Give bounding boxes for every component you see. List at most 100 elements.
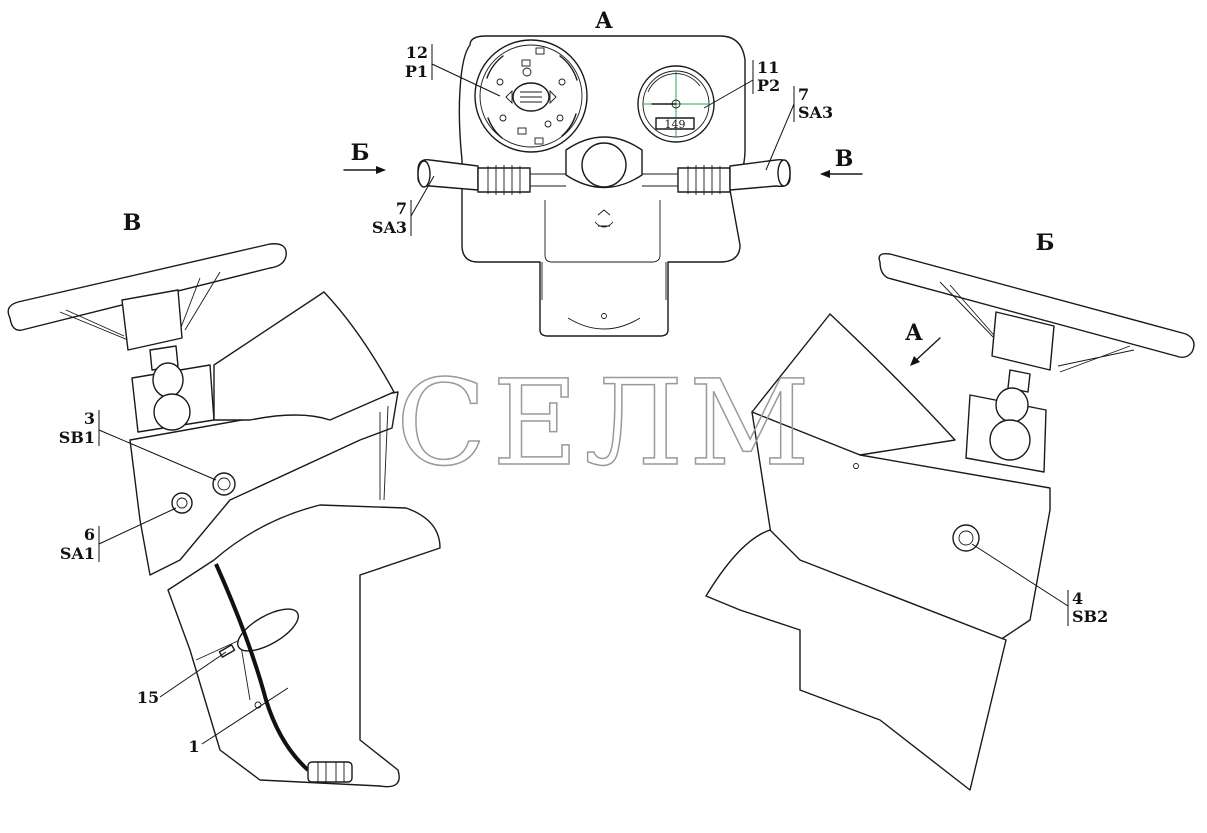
callout-15-leader	[159, 651, 227, 698]
view-v-title: В	[123, 210, 142, 236]
lower-body-right	[705, 529, 1007, 791]
housing-lower-panel	[544, 200, 661, 263]
button-sb2	[952, 524, 980, 552]
column-joint-right	[1007, 369, 1031, 393]
callout-sa3-right-code: SA3	[798, 103, 833, 122]
wheel-spokes-right	[939, 281, 1135, 373]
view-a-dashboard: 149	[417, 35, 791, 337]
gauge-p2: 149	[637, 65, 715, 143]
view-v-column	[7, 243, 441, 788]
callout-sa3-right-leader	[765, 86, 795, 171]
shroud-wing-right	[751, 313, 956, 456]
gauge-p1	[474, 39, 588, 153]
callout-15-num: 15	[137, 688, 159, 707]
callout-sb1-leader	[98, 410, 217, 481]
arrow-a-label: А	[905, 320, 923, 346]
shroud-wing-left	[213, 291, 395, 421]
callout-sa1: 6 SA1	[60, 507, 177, 563]
button-sb2-inner	[958, 530, 974, 546]
callout-sa1-leader	[98, 507, 177, 562]
column-hub-cap	[581, 142, 627, 188]
callout-p2-leader	[703, 60, 754, 109]
callout-sb1: 3 SB1	[59, 409, 217, 481]
callout-sb2-num: 4	[1072, 589, 1083, 608]
stalk-right-boot-ribs	[687, 165, 721, 195]
gauge-p2-odometer	[655, 117, 695, 130]
arrow-b-head	[376, 166, 386, 174]
arrow-v-label: В	[835, 146, 854, 172]
callout-sa3-left-num: 7	[396, 199, 407, 218]
stalk-left-shaft	[530, 173, 566, 187]
stalk-right-end	[777, 159, 791, 187]
arrow-b-label: Б	[351, 140, 370, 166]
arrow-a-head	[910, 356, 920, 366]
callout-p1: 12 P1	[405, 43, 501, 97]
joint-sphere-right	[989, 419, 1031, 461]
gauge-p1-scale-lower-left	[487, 117, 503, 139]
gauge-p1-logo-lines	[520, 91, 542, 103]
warning-symbol-icon	[534, 137, 544, 145]
stalk-left-end	[417, 160, 431, 188]
joint-knob-left	[152, 362, 184, 398]
callout-sa3-left: 7 SA3	[372, 175, 435, 237]
callout-p2: 11 P2	[703, 58, 780, 109]
shroud-main-left	[129, 391, 399, 576]
gauge-p2-hub	[671, 99, 681, 109]
arrow-a-line	[913, 337, 941, 363]
column-slot	[567, 317, 641, 330]
callout-sa3-left-leader	[410, 175, 435, 236]
callout-p2-num: 11	[757, 58, 779, 77]
warning-symbol-icon	[535, 47, 545, 55]
gauge-p1-scale-left	[486, 55, 504, 79]
watermark: СЕЛМ	[396, 354, 816, 492]
connector-ribs	[317, 762, 345, 782]
horn-symbol-icon	[594, 209, 614, 228]
joint-knob-right	[995, 387, 1029, 423]
callout-1-num: 1	[188, 737, 199, 756]
callout-sb2-leader	[971, 543, 1069, 626]
gauge-p1-scale-lower-right	[561, 113, 577, 137]
lower-body-left	[167, 504, 441, 788]
callout-sb1-code: SB1	[59, 428, 95, 447]
callout-p1-code: P1	[405, 62, 428, 81]
wheel-hub-right	[991, 311, 1055, 371]
joint-sphere-left	[153, 393, 191, 431]
callout-1: 1	[188, 687, 289, 756]
steering-wheel-right	[878, 252, 1195, 359]
callout-sa3-right-num: 7	[798, 85, 809, 104]
callout-sb2: 4 SB2	[971, 543, 1108, 626]
callout-15: 15	[137, 651, 227, 707]
steering-wheel-left	[7, 243, 287, 331]
stalk-right-shaft	[642, 173, 678, 187]
turn-signal-icon	[505, 89, 557, 105]
indicator-lamp-icon	[556, 114, 564, 122]
indicator-lamp-icon	[558, 78, 566, 86]
indicator-lamp-icon	[544, 120, 552, 128]
stalk-right	[642, 159, 791, 195]
button-sb1-inner	[217, 477, 231, 491]
view-b-column	[705, 252, 1195, 791]
button-sb1	[212, 472, 236, 496]
callout-sa3-left-code: SA3	[372, 218, 407, 237]
gauge-p1-face	[479, 44, 583, 148]
callout-p2-code: P2	[757, 76, 780, 95]
callout-sb1-num: 3	[84, 409, 95, 428]
view-b-title: Б	[1036, 230, 1055, 256]
arrow-v-head	[820, 170, 830, 178]
callout-1-leader	[201, 687, 289, 745]
indicator-lamp-icon	[496, 78, 504, 86]
gauge-p1-scale-right	[559, 55, 578, 81]
wheel-hub-left	[121, 289, 183, 351]
harness-connector	[307, 761, 353, 783]
callout-sa1-code: SA1	[60, 544, 95, 563]
warning-symbol-icon	[521, 59, 531, 67]
mount-hole-right	[853, 463, 859, 469]
gauge-p2-odometer-text: 149	[665, 118, 686, 131]
gauge-p2-scale	[647, 73, 701, 93]
warning-symbol-icon	[517, 127, 527, 135]
indicator-lamp-icon	[499, 114, 507, 122]
switch-sa1	[171, 492, 193, 514]
callout-p1-num: 12	[406, 43, 428, 62]
